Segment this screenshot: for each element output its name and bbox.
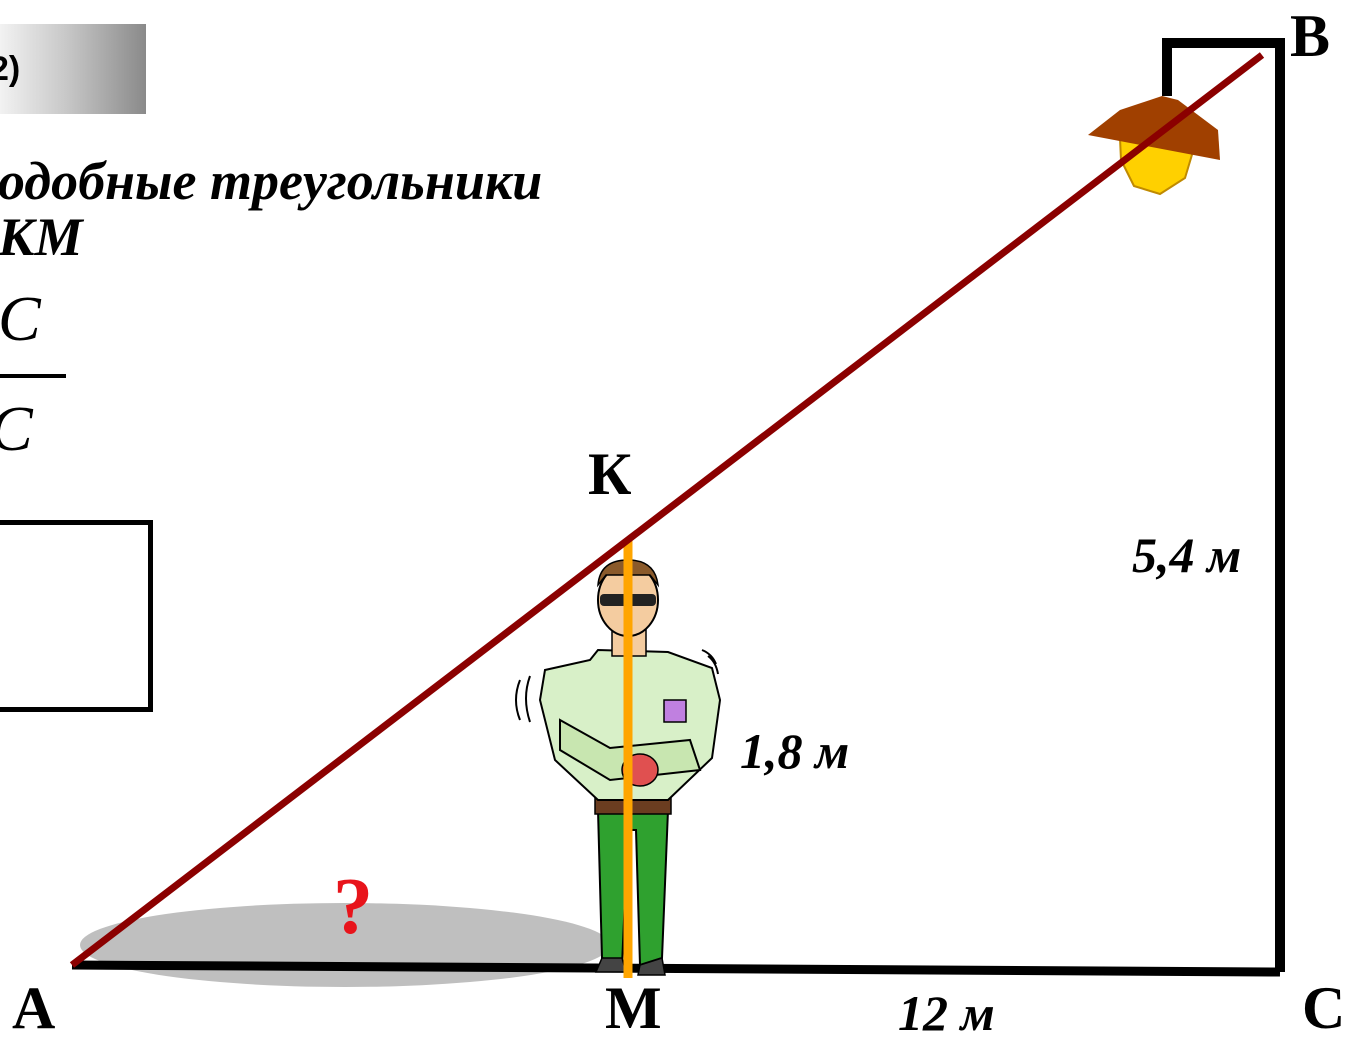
- point-label-A: A: [12, 975, 56, 1041]
- measure-man-height: 1,8 м: [740, 723, 850, 779]
- point-label-C: C: [1302, 975, 1346, 1041]
- point-label-M: M: [605, 975, 662, 1041]
- segment-AB: [69, 52, 1265, 968]
- lamp-icon: [1088, 96, 1220, 196]
- measure-lamp-height: 5,4 м: [1132, 527, 1242, 583]
- lamp-post: [1162, 38, 1285, 972]
- task-number-badge: 2): [0, 24, 146, 114]
- point-label-B: B: [1290, 3, 1331, 69]
- text-triangle-KM: КМ: [0, 207, 83, 267]
- ground-line: [71, 960, 1281, 977]
- unknown-shadow-length: ?: [333, 863, 373, 951]
- fraction-denominator: C: [0, 392, 33, 466]
- man-figure-icon: [515, 559, 722, 976]
- point-label-K: К: [588, 441, 632, 507]
- text-similar-triangles: одобные треугольники: [0, 151, 543, 211]
- fraction-numerator: C: [0, 283, 41, 354]
- measure-distance-MC: 12 м: [898, 985, 995, 1041]
- answer-box[interactable]: [0, 520, 153, 712]
- task-number: 2): [0, 50, 21, 88]
- fraction-bar: [0, 374, 66, 378]
